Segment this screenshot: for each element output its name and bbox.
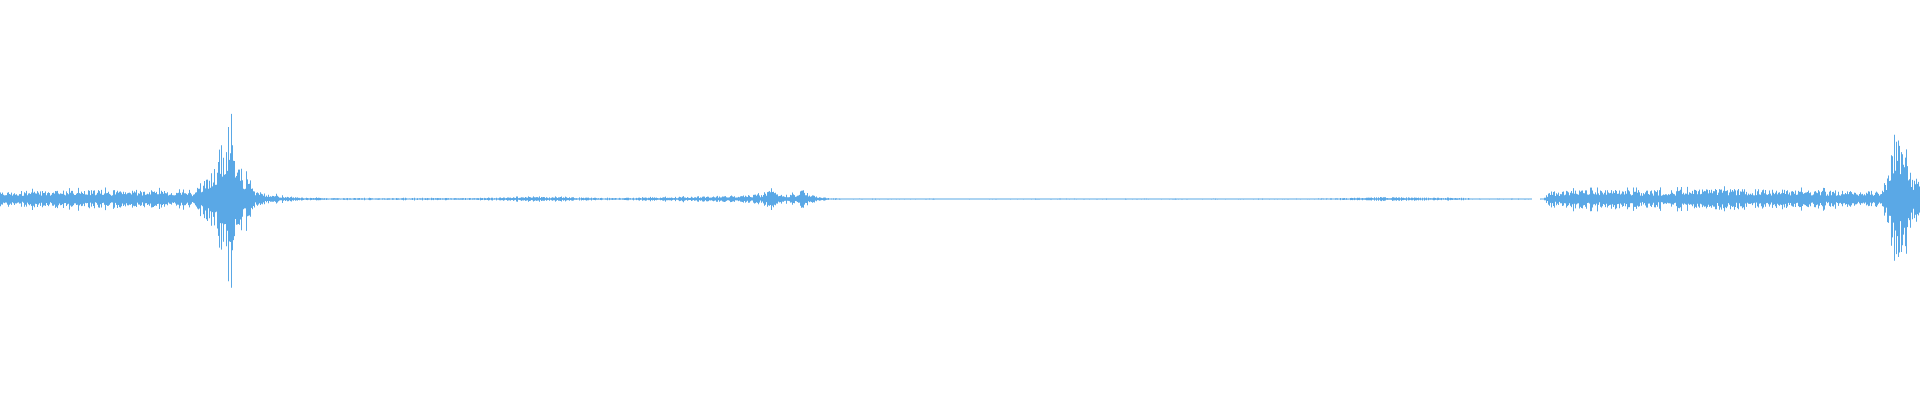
- waveform-group: [0, 113, 1920, 288]
- waveform-gap: [1532, 197, 1540, 201]
- waveform-samples: [0, 113, 1920, 288]
